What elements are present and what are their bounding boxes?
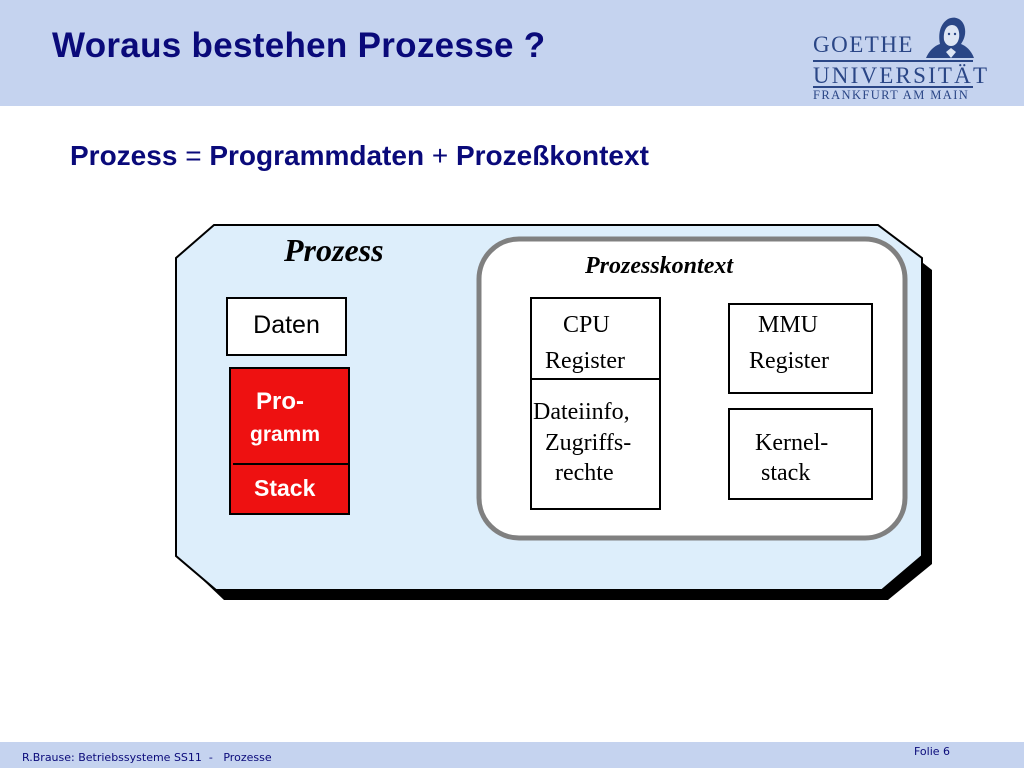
- logo-rule-top: [813, 60, 973, 62]
- cpu-register-label: Register: [545, 348, 625, 374]
- dateiinfo-label: Dateiinfo,: [533, 399, 630, 425]
- programm-label-1: Pro-: [256, 388, 304, 415]
- mmu-register-box: [728, 303, 873, 394]
- programm-stack-box: [229, 367, 350, 515]
- kernel-stack-box: [728, 408, 873, 500]
- goethe-portrait-icon: [926, 17, 974, 59]
- daten-box: Daten: [226, 297, 347, 356]
- subtitle-equals: =: [185, 140, 202, 171]
- rechte-label: rechte: [555, 460, 614, 486]
- kernel-stack-label: stack: [761, 460, 811, 486]
- prozesskontext-label: Prozesskontext: [585, 253, 734, 279]
- cpu-box-divider: [530, 378, 661, 380]
- footer-slide-number: Folie 6: [914, 745, 951, 758]
- footer-bar: R.Brause: Betriebssysteme SS11 - Prozess…: [0, 742, 1024, 768]
- subtitle-prozesskontext: Prozeßkontext: [455, 140, 649, 171]
- programm-stack-divider: [233, 463, 349, 465]
- daten-label: Daten: [253, 311, 320, 339]
- mmu-label: MMU: [758, 312, 819, 338]
- subtitle-plus: +: [431, 140, 449, 171]
- prozess-label: Prozess: [284, 232, 384, 268]
- stack-label: Stack: [254, 475, 316, 501]
- header-bar: Woraus bestehen Prozesse ? GOETHE UNIVER…: [0, 0, 1024, 106]
- programm-label-2: gramm: [250, 423, 321, 446]
- logo-line-3: FRANKFURT AM MAIN: [813, 88, 970, 102]
- zugriffs-label: Zugriffs-: [545, 430, 632, 456]
- kernel-label: Kernel-: [755, 430, 829, 456]
- slide-title: Woraus bestehen Prozesse ?: [52, 26, 546, 65]
- subtitle-programmdaten: Programmdaten: [209, 140, 425, 171]
- logo-line-1: GOETHE: [813, 32, 914, 57]
- footer-left-text: R.Brause: Betriebssysteme SS11 - Prozess…: [22, 751, 272, 764]
- logo-rule-bottom: [813, 86, 973, 88]
- slide-subtitle: Prozess = Programmdaten + Prozeßkontext: [70, 140, 649, 172]
- logo-line-2: UNIVERSITÄT: [813, 63, 990, 88]
- cpu-label: CPU: [563, 312, 610, 338]
- university-logo: GOETHE UNIVERSITÄT FRANKFURT AM MAIN: [810, 10, 987, 102]
- subtitle-prozess: Prozess: [70, 140, 178, 171]
- mmu-register-label: Register: [749, 348, 829, 374]
- cpu-register-box: [530, 297, 661, 510]
